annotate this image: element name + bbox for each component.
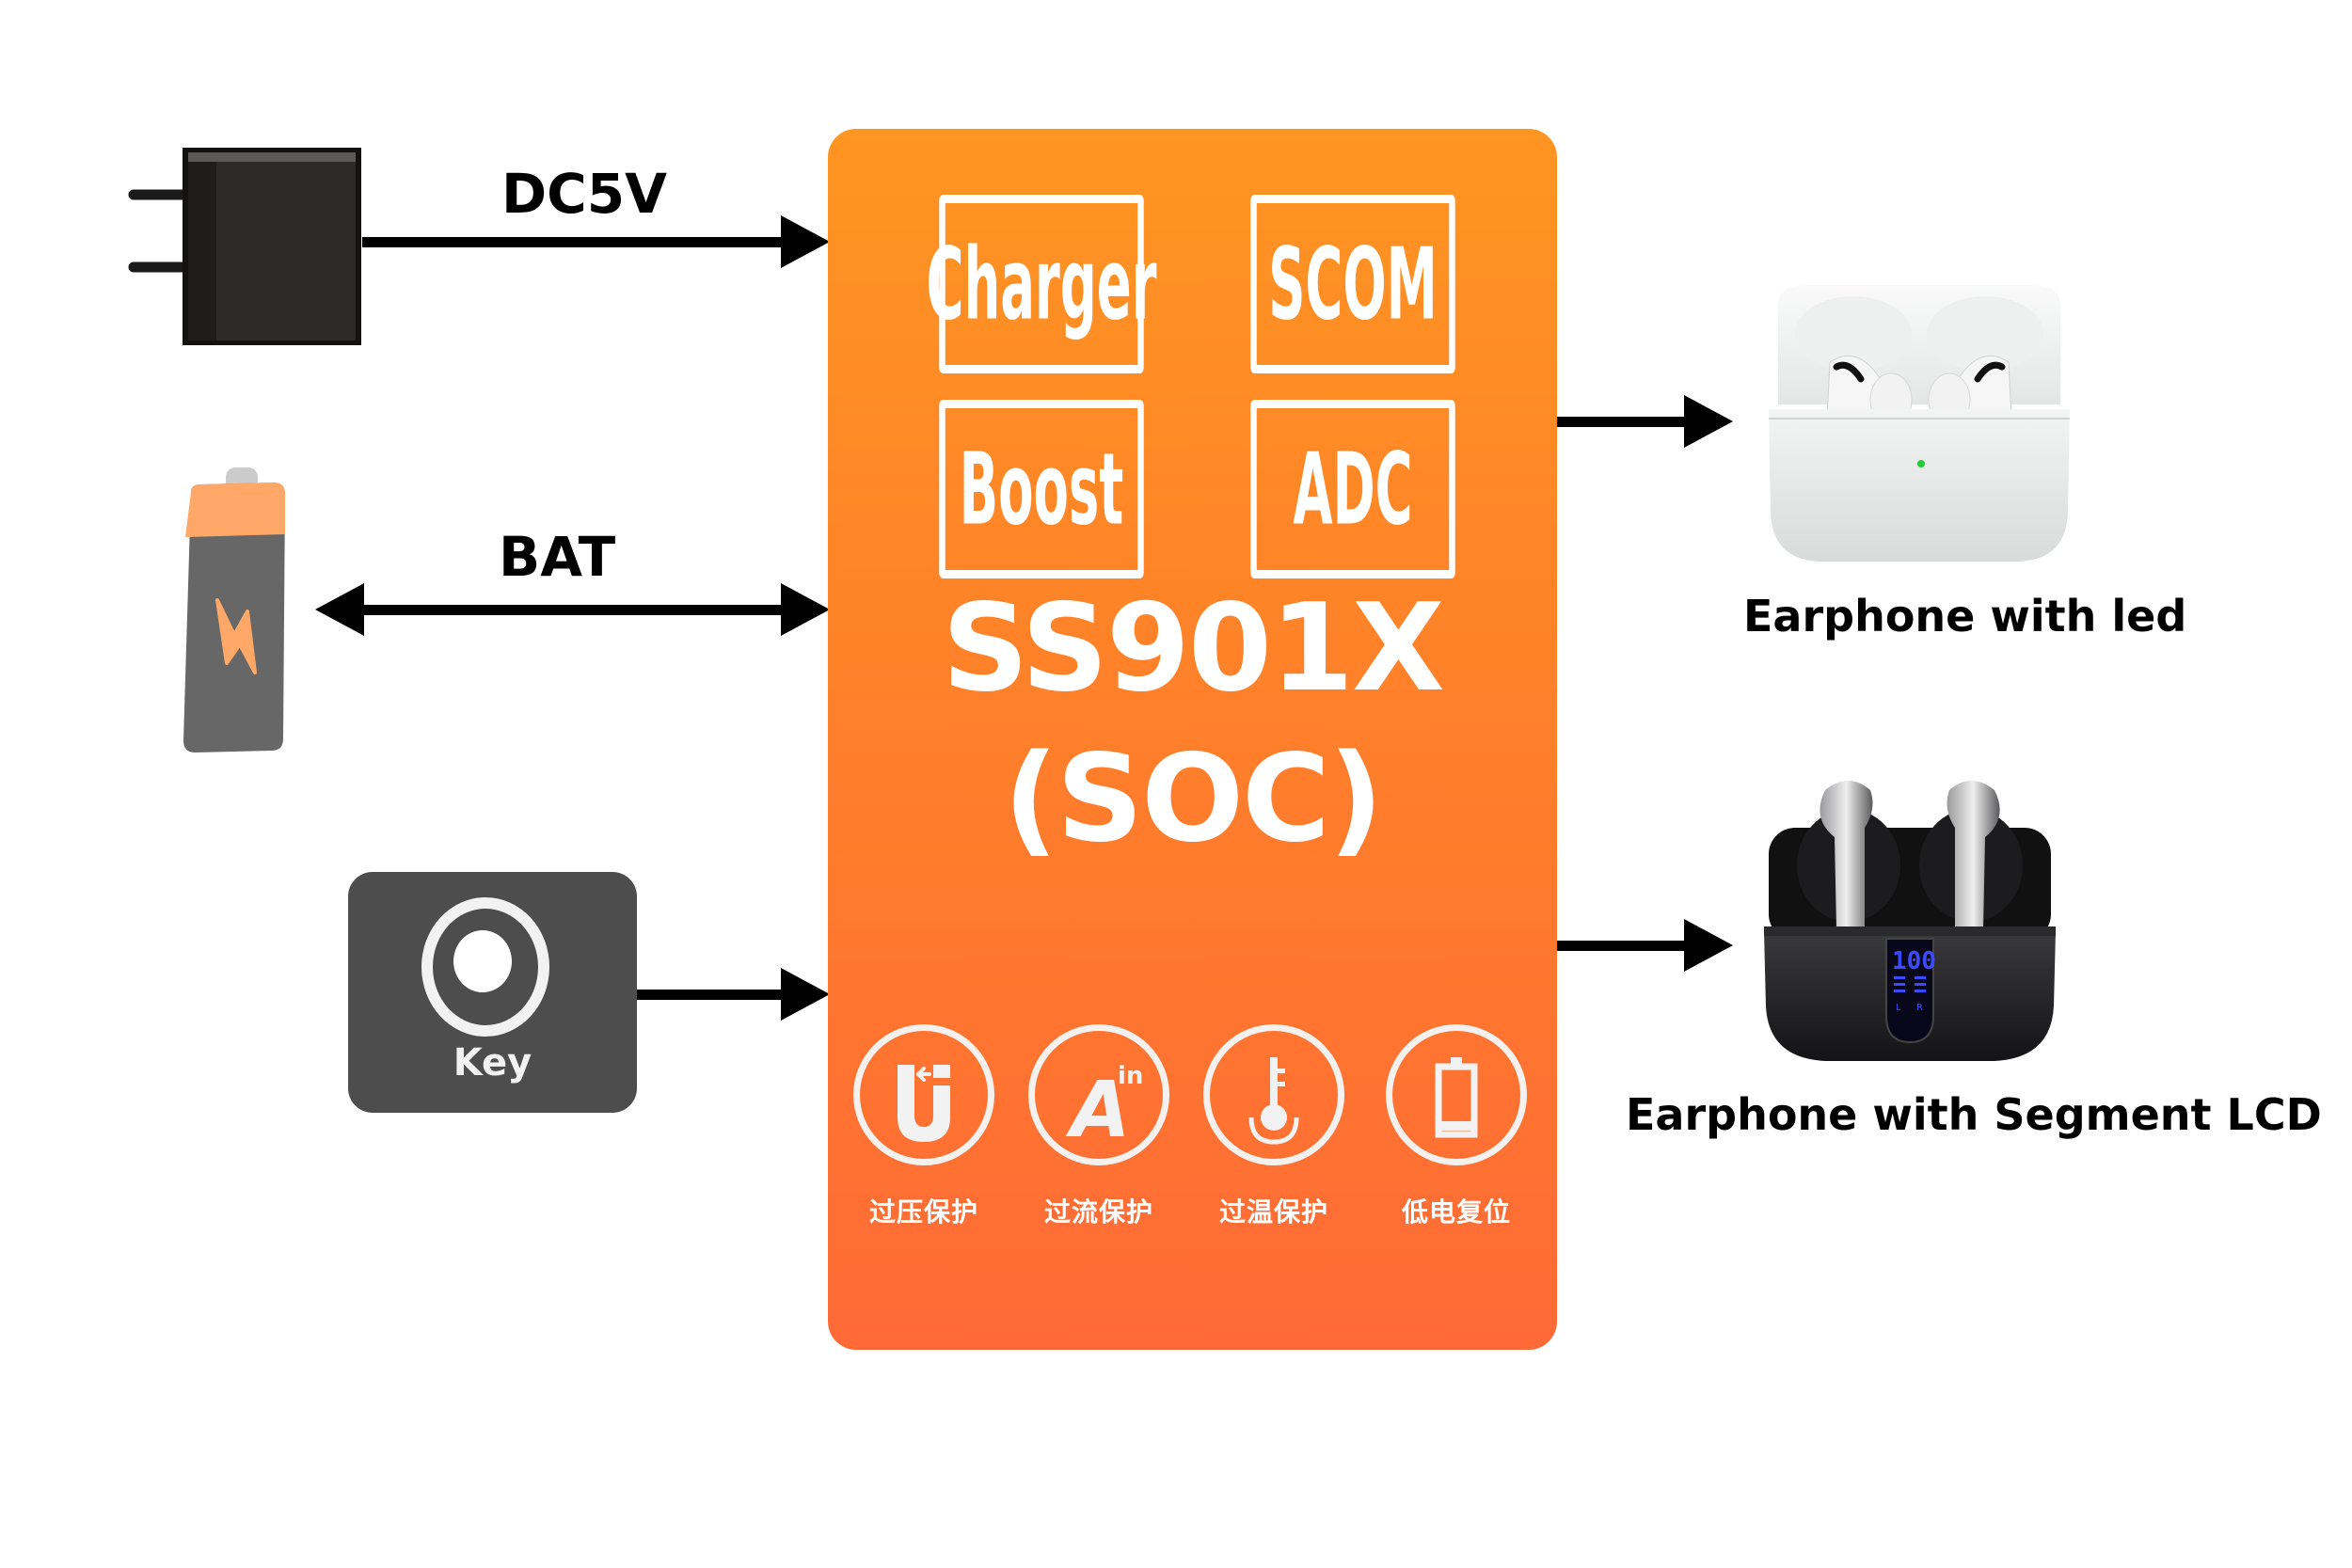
over-current-icon-ring: A in	[1028, 1024, 1169, 1165]
module-boost: Boost	[939, 400, 1144, 578]
key-arrowhead	[781, 968, 830, 1021]
protection-label: 低电复位	[1401, 1196, 1511, 1227]
earphone-led-device	[1750, 277, 2089, 569]
key-dot-icon	[453, 930, 512, 992]
module-adc-label: ADC	[1293, 431, 1413, 547]
protection-label: 过压保护	[868, 1196, 978, 1227]
power-adapter-icon	[128, 148, 361, 345]
battery-icon	[183, 467, 285, 752]
output-led-line	[1557, 417, 1689, 427]
output-lcd-arrowhead	[1684, 919, 1733, 972]
output-led-arrowhead	[1684, 395, 1733, 448]
earphone-led-label: Earphone with led	[1743, 591, 2187, 641]
battery	[174, 466, 315, 757]
over-current-icon: A in	[1065, 1062, 1143, 1155]
module-charger-label: Charger	[926, 226, 1157, 342]
bat-label: BAT	[499, 525, 616, 589]
earphone-lcd-device: 100 L R	[1759, 771, 2060, 1068]
soc-block: Charger SCOM Boost ADC SS901X (SOC) 过压保护…	[828, 129, 1557, 1350]
key-label: Key	[453, 1041, 532, 1085]
bat-arrowhead-left	[315, 583, 364, 636]
dc5v-arrowhead	[781, 215, 830, 268]
soc-title: SS901X	[942, 578, 1445, 719]
module-adc: ADC	[1250, 400, 1455, 578]
over-voltage-icon-ring	[853, 1024, 994, 1165]
protection-label: 过流保护	[1043, 1196, 1153, 1227]
protection-over-temperature: 过温保护	[1199, 1024, 1349, 1229]
protection-label: 过温保护	[1218, 1196, 1328, 1227]
lcd-left-channel: L	[1896, 1003, 1901, 1013]
bat-arrowhead-right	[781, 583, 830, 636]
protection-over-current: A in 过流保护	[1024, 1024, 1174, 1229]
over-temperature-icon	[1248, 1057, 1299, 1145]
power-adapter	[122, 143, 367, 350]
bat-line	[358, 605, 786, 615]
earphone-case-lcd-image: 100 L R	[1764, 781, 2056, 1061]
earphone-case-led-image	[1769, 285, 2070, 562]
dc5v-label: DC5V	[501, 162, 667, 226]
key-button[interactable]: Key	[348, 872, 637, 1113]
module-scom-label: SCOM	[1268, 226, 1438, 342]
soc-subtitle: (SOC)	[1003, 729, 1384, 869]
low-battery-reset-icon-ring	[1386, 1024, 1527, 1165]
lcd-reading: 100	[1892, 947, 1936, 975]
svg-text:in: in	[1118, 1062, 1143, 1090]
over-temperature-icon-ring	[1203, 1024, 1344, 1165]
low-battery-reset-icon	[1435, 1057, 1478, 1138]
key-line	[637, 990, 787, 1000]
module-charger: Charger	[927, 195, 1156, 373]
module-boost-label: Boost	[959, 431, 1124, 547]
dc5v-line	[362, 237, 786, 247]
svg-text:A: A	[1065, 1066, 1130, 1155]
earphone-lcd-label: Earphone with Segment LCD	[1626, 1089, 2322, 1140]
protection-low-battery-reset: 低电复位	[1381, 1024, 1532, 1229]
module-scom: SCOM	[1250, 195, 1455, 373]
over-voltage-icon	[898, 1065, 950, 1142]
output-lcd-line	[1557, 941, 1689, 951]
lcd-right-channel: R	[1916, 1003, 1923, 1013]
protection-over-voltage: 过压保护	[849, 1024, 999, 1229]
